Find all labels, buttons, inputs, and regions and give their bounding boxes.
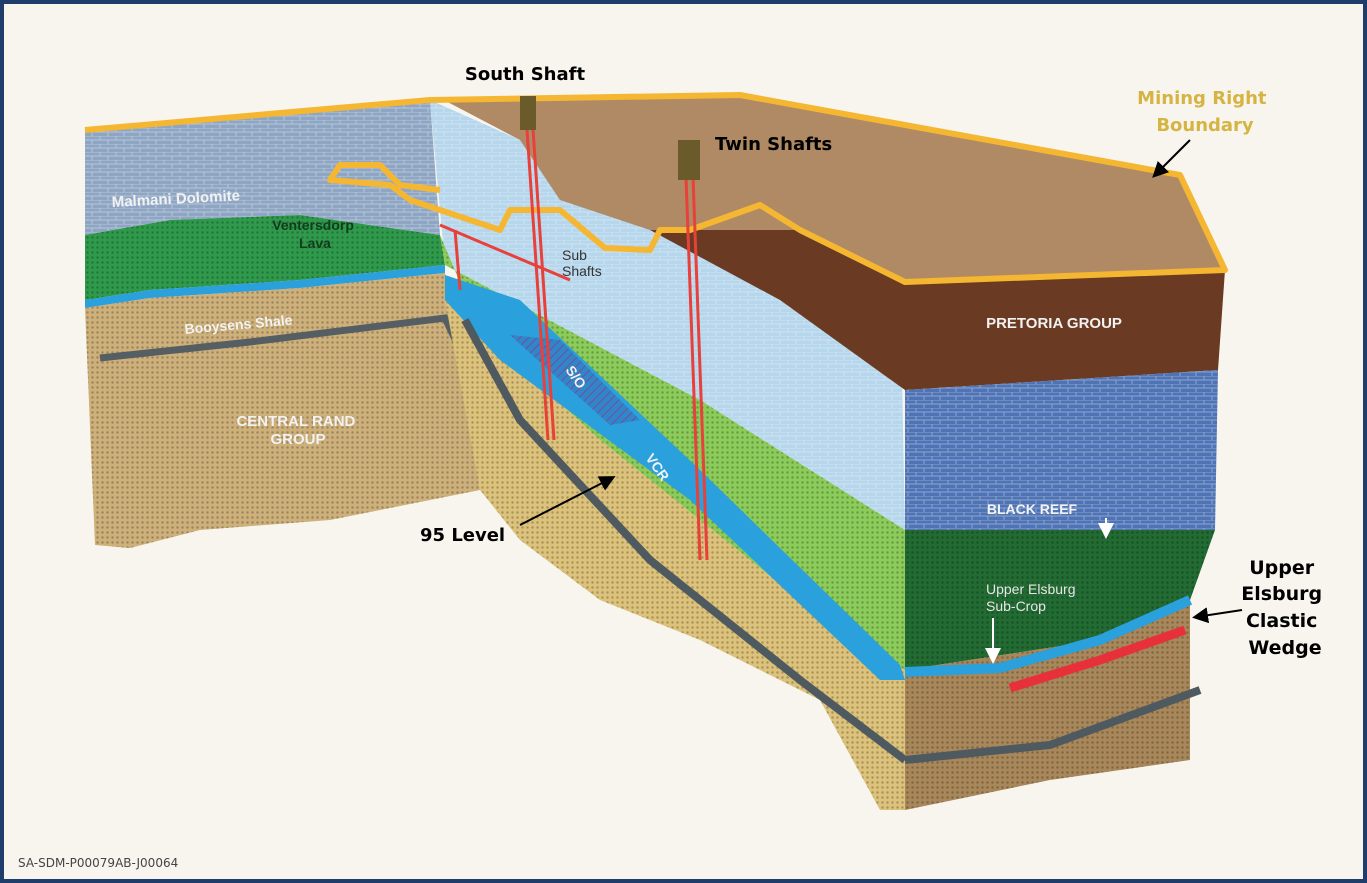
shafts bbox=[439, 96, 709, 561]
twin-shaft-2 bbox=[690, 149, 709, 561]
label-malmani-dolomite: Malmani Dolomite bbox=[111, 187, 240, 211]
diagram-frame: South Shaft Twin Shafts Mining Right Bou… bbox=[4, 4, 1363, 879]
clastic-wedge-arrow bbox=[1192, 607, 1243, 624]
label-ventersdorp-lava: Ventersdorp Lava bbox=[272, 217, 358, 251]
label-upper-elsburg-subcrop: Upper Elsburg Sub-Crop bbox=[986, 581, 1079, 614]
left-face bbox=[85, 100, 480, 548]
right-face bbox=[650, 230, 1225, 810]
twin-shafts-headgear bbox=[678, 140, 700, 180]
sub-shaft bbox=[439, 223, 571, 282]
twin-shaft-1 bbox=[683, 149, 702, 561]
upper-elsburg-reef bbox=[904, 595, 1193, 677]
south-shaft-headgear bbox=[520, 96, 536, 130]
south-shaft bbox=[523, 99, 550, 441]
label-upper-elsburg-clastic-wedge: Upper Elsburg Clastic Wedge bbox=[1241, 557, 1329, 659]
clastic-wedge bbox=[1008, 625, 1187, 693]
label-south-shaft: South Shaft bbox=[465, 64, 586, 85]
label-central-rand-group: CENTRAL RAND GROUP bbox=[236, 413, 359, 448]
mining-right-boundary-line bbox=[84, 92, 1228, 285]
grey-marker-middle bbox=[461, 318, 908, 764]
pretoria-group-layer bbox=[650, 230, 1225, 390]
boundary-arrow bbox=[1152, 139, 1191, 178]
level-95-arrow bbox=[519, 476, 616, 526]
geological-cross-section: South Shaft Twin Shafts Mining Right Bou… bbox=[84, 64, 1329, 810]
label-95-level: 95 Level bbox=[420, 525, 505, 546]
label-mining-right-boundary: Mining Right Boundary bbox=[1137, 88, 1273, 136]
top-surface bbox=[440, 95, 1225, 282]
label-black-reef: BLACK REEF bbox=[987, 501, 1078, 517]
reef-band-left bbox=[85, 265, 445, 308]
document-code: SA-SDM-P00079AB-J00064 bbox=[18, 856, 179, 870]
label-pretoria-group: PRETORIA GROUP bbox=[986, 315, 1122, 332]
label-sub-shafts: Sub Shafts bbox=[562, 247, 602, 279]
grey-marker-right bbox=[904, 686, 1202, 764]
label-twin-shafts: Twin Shafts bbox=[715, 134, 832, 155]
